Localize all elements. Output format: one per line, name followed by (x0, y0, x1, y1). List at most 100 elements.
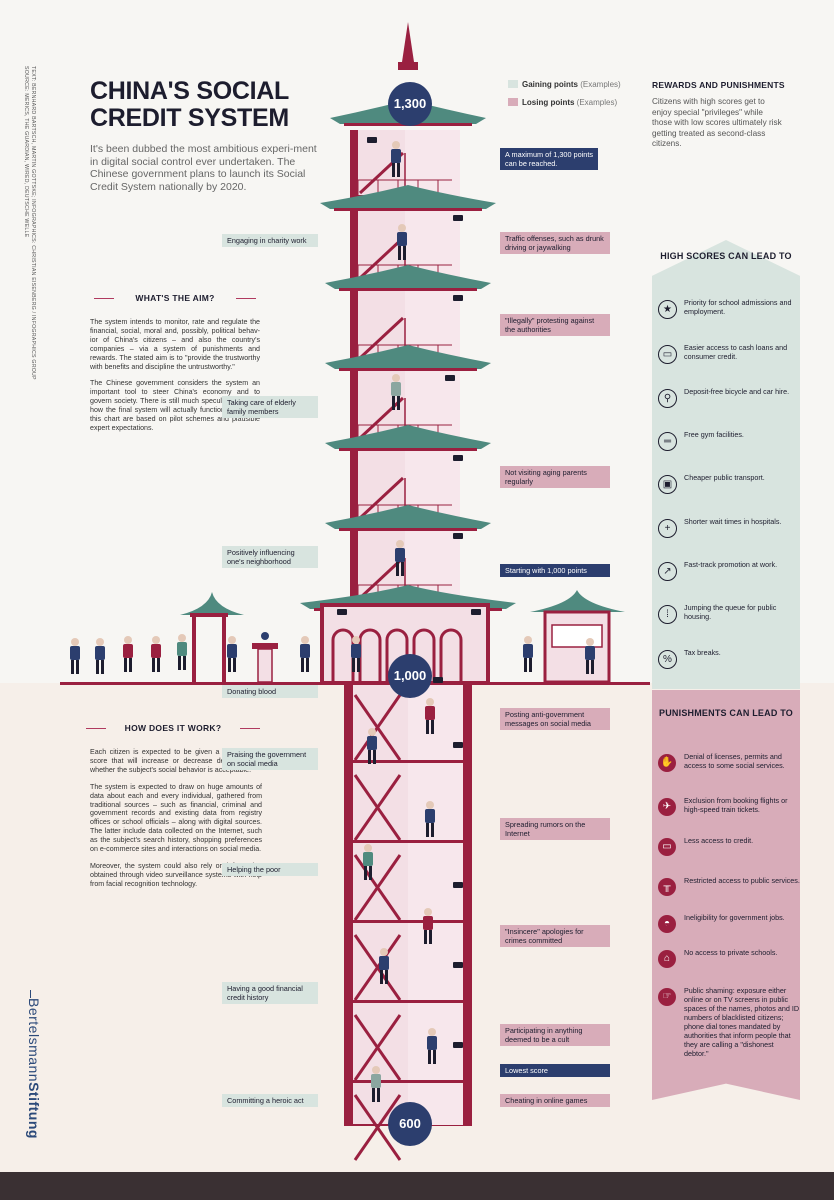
camera-icon (471, 609, 481, 615)
shaft-stair (353, 1014, 402, 1081)
aim-paragraph-1: The system intends to monitor, rate and … (90, 318, 260, 371)
benefit-text: Deposit-free bicycle and car hire. (684, 387, 790, 396)
high-score-benefit: ★Priority for school admissions and empl… (658, 298, 798, 324)
shaft-floor (353, 920, 463, 923)
person-head (396, 540, 404, 548)
aim-paragraph-2: The Chinese government considers the sys… (90, 379, 260, 432)
bus-icon: ▣ (658, 475, 677, 494)
person-leg (403, 246, 406, 260)
camera-icon (453, 295, 463, 301)
person-head (524, 636, 532, 644)
punishment-item: ╥Restricted access to public services. (658, 876, 800, 902)
legend-gain-note: (Examples) (580, 80, 621, 89)
person-head (124, 636, 132, 644)
person-leg (357, 658, 360, 672)
person-body (371, 1074, 381, 1088)
score-max-marker: 1,300 (388, 82, 432, 126)
pagoda-roof (320, 185, 496, 209)
official-cap-icon: ◓ (658, 915, 676, 933)
lose-label: Posting anti-government messages on soci… (500, 708, 610, 730)
shaft-floor (353, 1080, 463, 1083)
gain-label: Positively influencing one's neighborhoo… (222, 546, 318, 568)
high-score-benefit: %Tax breaks. (658, 648, 798, 674)
punishment-item: ⌂No access to private schools. (658, 948, 798, 974)
person-leg (392, 396, 395, 410)
person-leg (228, 658, 231, 672)
benefit-text: Free gym facilities. (684, 430, 744, 439)
person-body (363, 852, 373, 866)
staircase (358, 236, 405, 280)
how-paragraph-3: Moreover, the system could also rely on … (90, 861, 262, 888)
person-leg (157, 658, 160, 672)
shaft-stair (353, 694, 402, 761)
person-leg (372, 1088, 375, 1102)
person-body (300, 644, 310, 658)
roof-beam (339, 288, 477, 291)
bicycle-icon: ⚲ (658, 389, 677, 408)
person-body (425, 706, 435, 720)
punishment-item: ✈Exclusion from booking flights or high-… (658, 796, 798, 822)
camera-icon (453, 742, 463, 748)
person-body (351, 644, 361, 658)
person-head (372, 1066, 380, 1074)
gain-label: Donating blood (222, 685, 318, 698)
score-min-marker: 600 (388, 1102, 432, 1146)
person-head (424, 908, 432, 916)
score-start-marker: 1,000 (388, 654, 432, 698)
person-leg (428, 1050, 431, 1064)
person-body (95, 646, 105, 660)
school-icon: ★ (658, 300, 677, 319)
punishment-text: Ineligibility for government jobs. (684, 913, 785, 922)
shaft-floor (353, 760, 463, 763)
promotion-icon: ↗ (658, 562, 677, 581)
intro-text: It's been dubbed the most ambitious expe… (90, 143, 317, 193)
person-leg (373, 750, 376, 764)
shaft-stair (353, 854, 402, 921)
person-head (398, 224, 406, 232)
lose-label: "Illegally" protesting against the autho… (500, 314, 610, 336)
person-head (96, 638, 104, 646)
staircase (358, 396, 405, 440)
how-body: Each citizen is expected to be given a s… (90, 748, 262, 897)
start-points-label: Starting with 1,000 points (500, 564, 610, 577)
person-body (397, 232, 407, 246)
person-leg (401, 562, 404, 576)
staircase (358, 556, 405, 600)
punishment-item: ✋Denial of licenses, permits and access … (658, 752, 798, 778)
person-leg (524, 658, 527, 672)
punishment-item: ▭Less access to credit. (658, 836, 798, 862)
legend-lose-note: (Examples) (576, 98, 618, 107)
shaft-stair (353, 774, 402, 841)
person-leg (380, 970, 383, 984)
high-score-benefit: ⚲ Deposit-free bicycle and car hire. (658, 387, 798, 413)
shaft-floor (353, 1000, 463, 1003)
shaft-stair (353, 1014, 402, 1081)
rewards-punishments-title: REWARDS AND PUNISHMENTS (652, 80, 785, 90)
person-leg (426, 720, 429, 734)
person-leg (396, 562, 399, 576)
person-leg (426, 823, 429, 837)
lose-label: "Insincere" apologies for crimes committ… (500, 925, 610, 947)
lowest-score-label: Lowest score (500, 1064, 610, 1077)
punishment-text: Restricted access to public services. (684, 876, 800, 885)
pagoda-spire (402, 22, 414, 62)
person-leg (71, 660, 74, 674)
brand-logo: BertelsmannStiftung (26, 998, 42, 1139)
percent-icon: % (658, 650, 677, 669)
speaker-podium (252, 632, 278, 683)
brand-rule (30, 990, 31, 998)
pagoda-roof (325, 505, 491, 529)
person-head (380, 948, 388, 956)
person-body (423, 916, 433, 930)
gain-label: Helping the poor (222, 863, 318, 876)
staircase (358, 316, 405, 360)
high-scores-title: HIGH SCORES CAN LEAD TO (660, 251, 792, 261)
person-body (523, 644, 533, 658)
person-leg (529, 658, 532, 672)
person-leg (424, 930, 427, 944)
person-body (151, 644, 161, 658)
person-body (427, 1036, 437, 1050)
person-leg (306, 658, 309, 672)
person-leg (586, 660, 589, 674)
person-leg (398, 246, 401, 260)
